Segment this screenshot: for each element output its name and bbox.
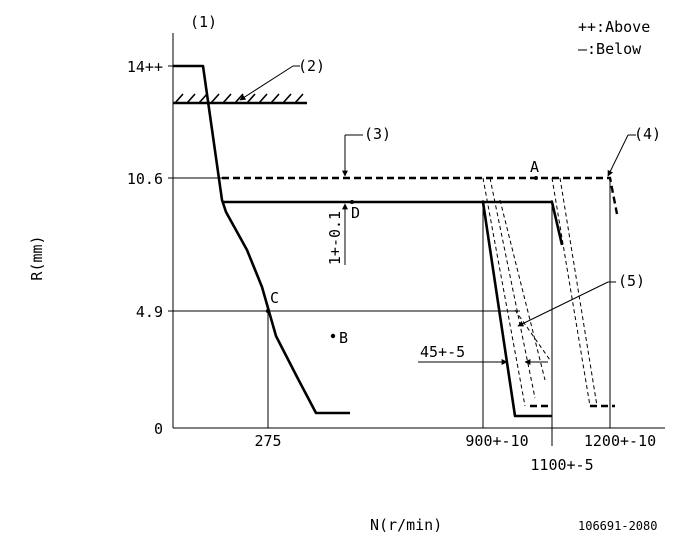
legend-below: —:Below [578, 40, 642, 58]
dim-horizontal-label: 45+-5 [420, 343, 465, 361]
callout-1: (1) [190, 13, 217, 31]
callout-2: (2) [298, 57, 325, 75]
dim-vertical-label: 1+-0.1 [326, 211, 344, 265]
leader-2 [239, 65, 294, 101]
stopper-hatching [174, 93, 304, 104]
callout-5: (5) [618, 272, 645, 290]
y-tick-label: 10.6 [127, 170, 163, 188]
point-a-marker [534, 176, 538, 180]
y-tick-label: 14++ [127, 58, 163, 76]
x-axis-label: N(r/min) [370, 516, 442, 534]
governor-cut-curve [481, 201, 552, 418]
legend-above: ++:Above [578, 18, 650, 36]
point-b-marker [330, 333, 336, 339]
point-c-marker [265, 308, 271, 314]
x-tick-label: 900+-10 [465, 432, 528, 450]
y-tick-label: 0 [154, 420, 163, 438]
x-tick-label: 1200+-10 [584, 432, 656, 450]
full-load-curve [222, 200, 564, 246]
y-tick-label: 4.9 [136, 303, 163, 321]
leader-5 [517, 281, 609, 327]
point-a-label: A [530, 158, 539, 176]
callout-4: (4) [634, 125, 661, 143]
callout-3: (3) [364, 125, 391, 143]
point-b-label: B [339, 329, 348, 347]
point-d-label: D [351, 204, 360, 222]
x-tick-label: 275 [254, 432, 281, 450]
x-tick-label: 1100+-5 [530, 456, 593, 474]
point-c-label: C [270, 289, 279, 307]
tolerance-dashed-lines [482, 177, 598, 407]
upper-dashed-curve [222, 176, 619, 215]
point-d-marker [350, 200, 354, 204]
leader-4 [607, 134, 629, 177]
main-rack-curve [173, 64, 350, 415]
drawing-number: 106691-2080 [578, 519, 657, 533]
y-axis-label: R(mm) [28, 235, 46, 280]
